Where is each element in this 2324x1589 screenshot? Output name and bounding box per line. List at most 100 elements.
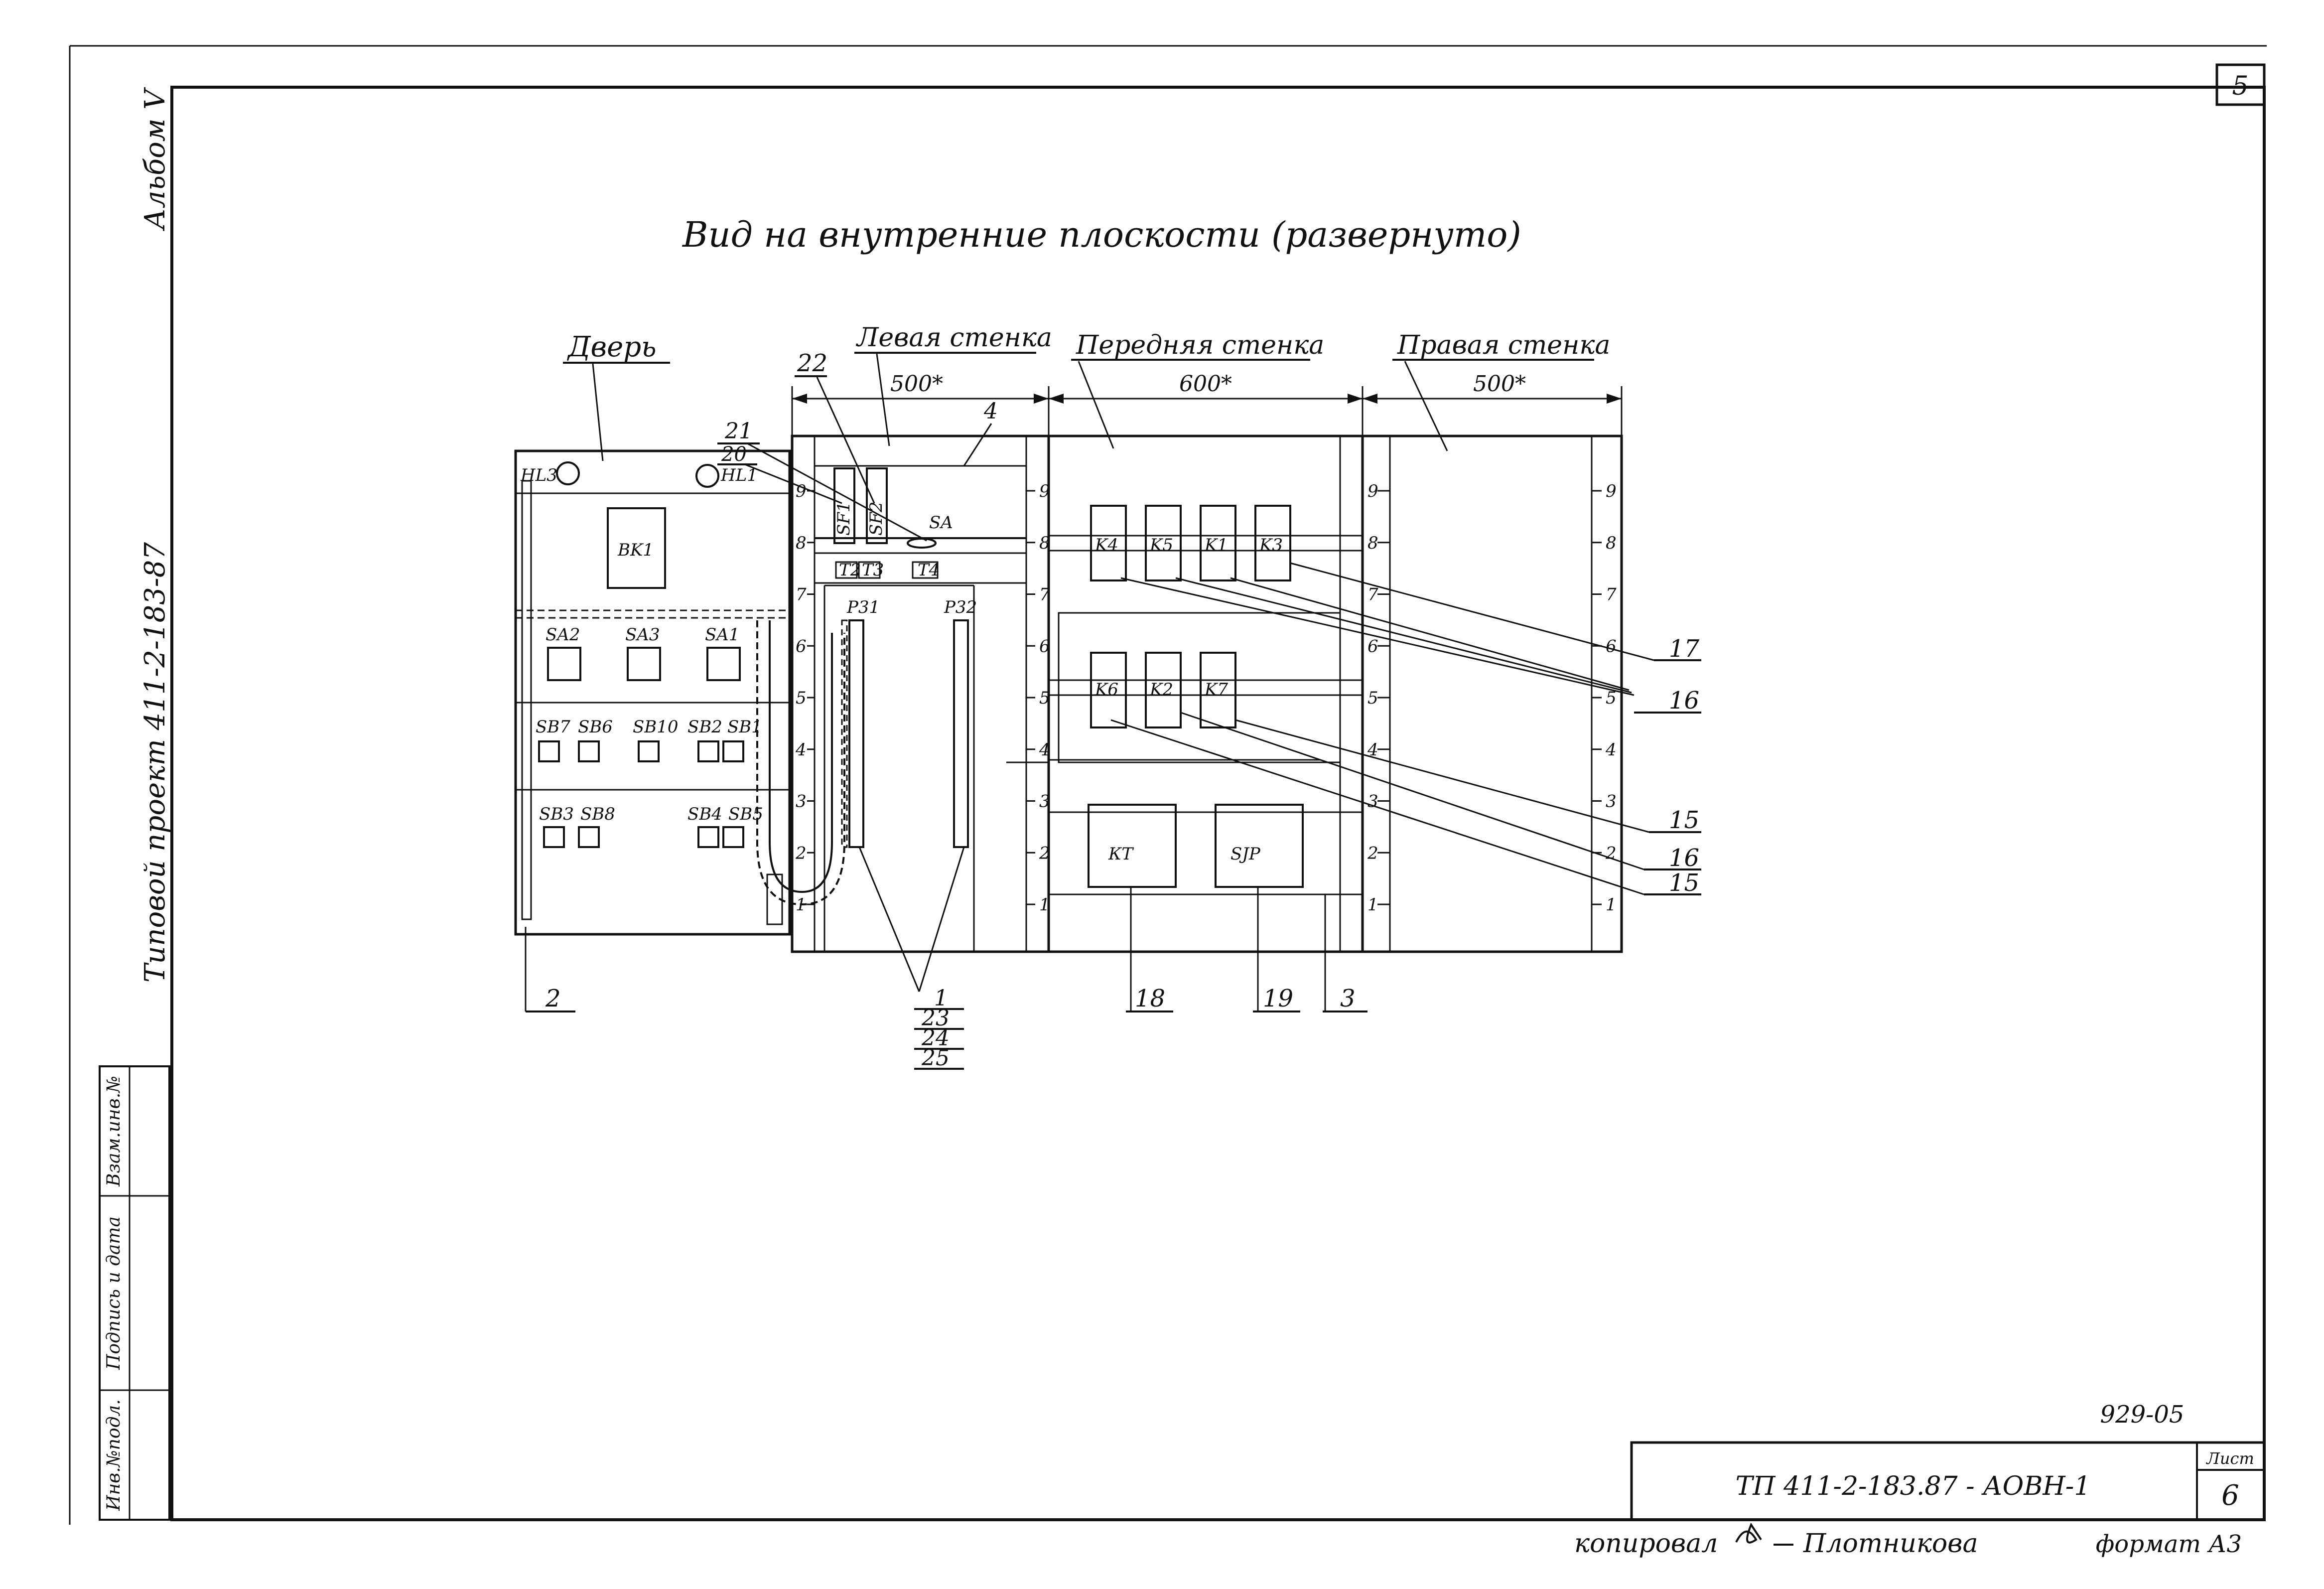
right-wall-panel [1361, 434, 1623, 953]
side-cell-inventory: Инв.№подл. [104, 1399, 124, 1511]
label-sf1: SF1 [834, 501, 854, 536]
label-kt: КТ [1108, 844, 1134, 864]
section-right-wall: Правая стенка [1397, 330, 1610, 360]
label-sb2: SB2 [687, 717, 722, 737]
side-cell-replace: Взам.инв.№ [104, 1076, 124, 1187]
dimension-front: 600* [1179, 371, 1232, 397]
cable-loop [756, 620, 845, 925]
callout-leaders-right [1110, 562, 1654, 895]
callout-17: 17 [1669, 635, 1700, 663]
label-t3: T3 [862, 560, 884, 580]
rail-p31 [848, 619, 864, 848]
rail-tick-label: 4 [1367, 740, 1378, 760]
rail-tick-label: 4 [1605, 740, 1617, 760]
section-front-wall: Передняя стенка [1076, 330, 1324, 360]
rail-tick-label: 5 [1606, 688, 1617, 708]
relay-k6 [1090, 652, 1127, 728]
label-k4: K4 [1094, 535, 1118, 555]
selector-sa [907, 538, 937, 549]
label-t4: T4 [918, 560, 940, 580]
section-door-leader [592, 363, 604, 461]
unit-sjp [1215, 804, 1304, 888]
callout-3: 3 [1340, 985, 1356, 1012]
rail-tick-label: 2 [1367, 843, 1378, 863]
label-k7: K7 [1204, 680, 1228, 700]
button-sb7 [538, 740, 560, 762]
relay-k5 [1145, 505, 1182, 581]
callout-15b: 15 [1669, 869, 1699, 897]
callout-16a: 16 [1669, 687, 1699, 715]
label-hl1: HL1 [720, 465, 758, 485]
sheet-number: 6 [2221, 1479, 2239, 1512]
switch-sa3 [627, 647, 661, 681]
rail-tick-label: 6 [796, 636, 807, 656]
label-k2: K2 [1149, 680, 1173, 700]
callout-22: 22 [797, 349, 827, 377]
label-sb6: SB6 [578, 717, 613, 737]
label-p32: Р32 [944, 597, 977, 617]
copier-name: Плотникова [1803, 1529, 1978, 1559]
rail-tick-label: 2 [1605, 843, 1617, 863]
callout-16b: 16 [1669, 844, 1699, 872]
section-right-wall-leader [1404, 361, 1448, 451]
button-sb8 [578, 826, 600, 848]
rail-tick-label: 1 [796, 895, 807, 915]
rail-tick-label: 5 [796, 688, 807, 708]
left-wall-panel [791, 434, 1050, 953]
callout-stack [914, 1008, 964, 1070]
rail-tick-label: 2 [795, 843, 807, 863]
rail-tick-label: 1 [1039, 895, 1050, 915]
label-sf2: SF2 [866, 501, 886, 536]
button-sb2 [697, 740, 719, 762]
rail-tick-label: 8 [796, 533, 807, 553]
callout-21: 21 [724, 419, 753, 444]
terminal-t3 [858, 561, 881, 579]
label-t2: T2 [839, 560, 861, 580]
label-sb7: SB7 [536, 717, 570, 737]
button-sb3 [543, 826, 565, 848]
label-sb8: SB8 [580, 804, 615, 824]
rail-tick-label: 9 [1039, 481, 1050, 501]
side-project-label: Типовой проект 411-2-183-87 [139, 542, 171, 983]
timer-kt [1088, 804, 1177, 888]
callout-leader [918, 847, 965, 992]
side-signature-column [99, 1065, 170, 1521]
drawing-title: Вид на внутренние плоскости (развернуто) [682, 214, 1521, 255]
page-number: 5 [2232, 71, 2248, 101]
label-sa1: SA1 [705, 625, 739, 645]
side-album-label: Альбом V [139, 87, 171, 232]
rail-tick-label: 8 [1039, 533, 1050, 553]
label-sb10: SB10 [633, 717, 679, 737]
terminal-t2 [835, 561, 858, 579]
rail-tick-label: 1 [1606, 895, 1617, 915]
cable-duct [841, 619, 848, 848]
copied-by-label: копировал [1574, 1529, 1718, 1559]
label-k6: K6 [1094, 680, 1118, 700]
drawing-frame [170, 86, 2266, 1521]
door-panel [514, 449, 791, 936]
rail-p32 [953, 619, 969, 848]
callout-19: 19 [1263, 985, 1293, 1012]
callout-4: 4 [983, 399, 998, 424]
rail-tick-label: 3 [1039, 792, 1050, 812]
rail-tick-label: 9 [796, 481, 807, 501]
rail-tick-label: 2 [1039, 843, 1050, 863]
callout-25: 25 [921, 1045, 950, 1071]
label-k3: K3 [1259, 535, 1283, 555]
rail-tick-label: 7 [1606, 585, 1617, 605]
switch-sa1 [706, 647, 741, 681]
rail-tick-label: 4 [1039, 740, 1050, 760]
relay-k1 [1200, 505, 1236, 581]
rail-tick-label: 9 [1367, 481, 1378, 501]
callout-15a: 15 [1669, 806, 1699, 834]
terminal-t4 [912, 561, 939, 579]
label-sb4: SB4 [687, 804, 722, 824]
label-k5: K5 [1149, 535, 1173, 555]
relay-k2 [1145, 652, 1182, 728]
label-bk1: BK1 [617, 540, 654, 560]
switch-sa2 [547, 647, 581, 681]
rail-tick-label: 8 [1606, 533, 1617, 553]
dimension-line [791, 386, 1623, 438]
thermostat-bk1 [607, 507, 666, 589]
label-sb3: SB3 [539, 804, 574, 824]
